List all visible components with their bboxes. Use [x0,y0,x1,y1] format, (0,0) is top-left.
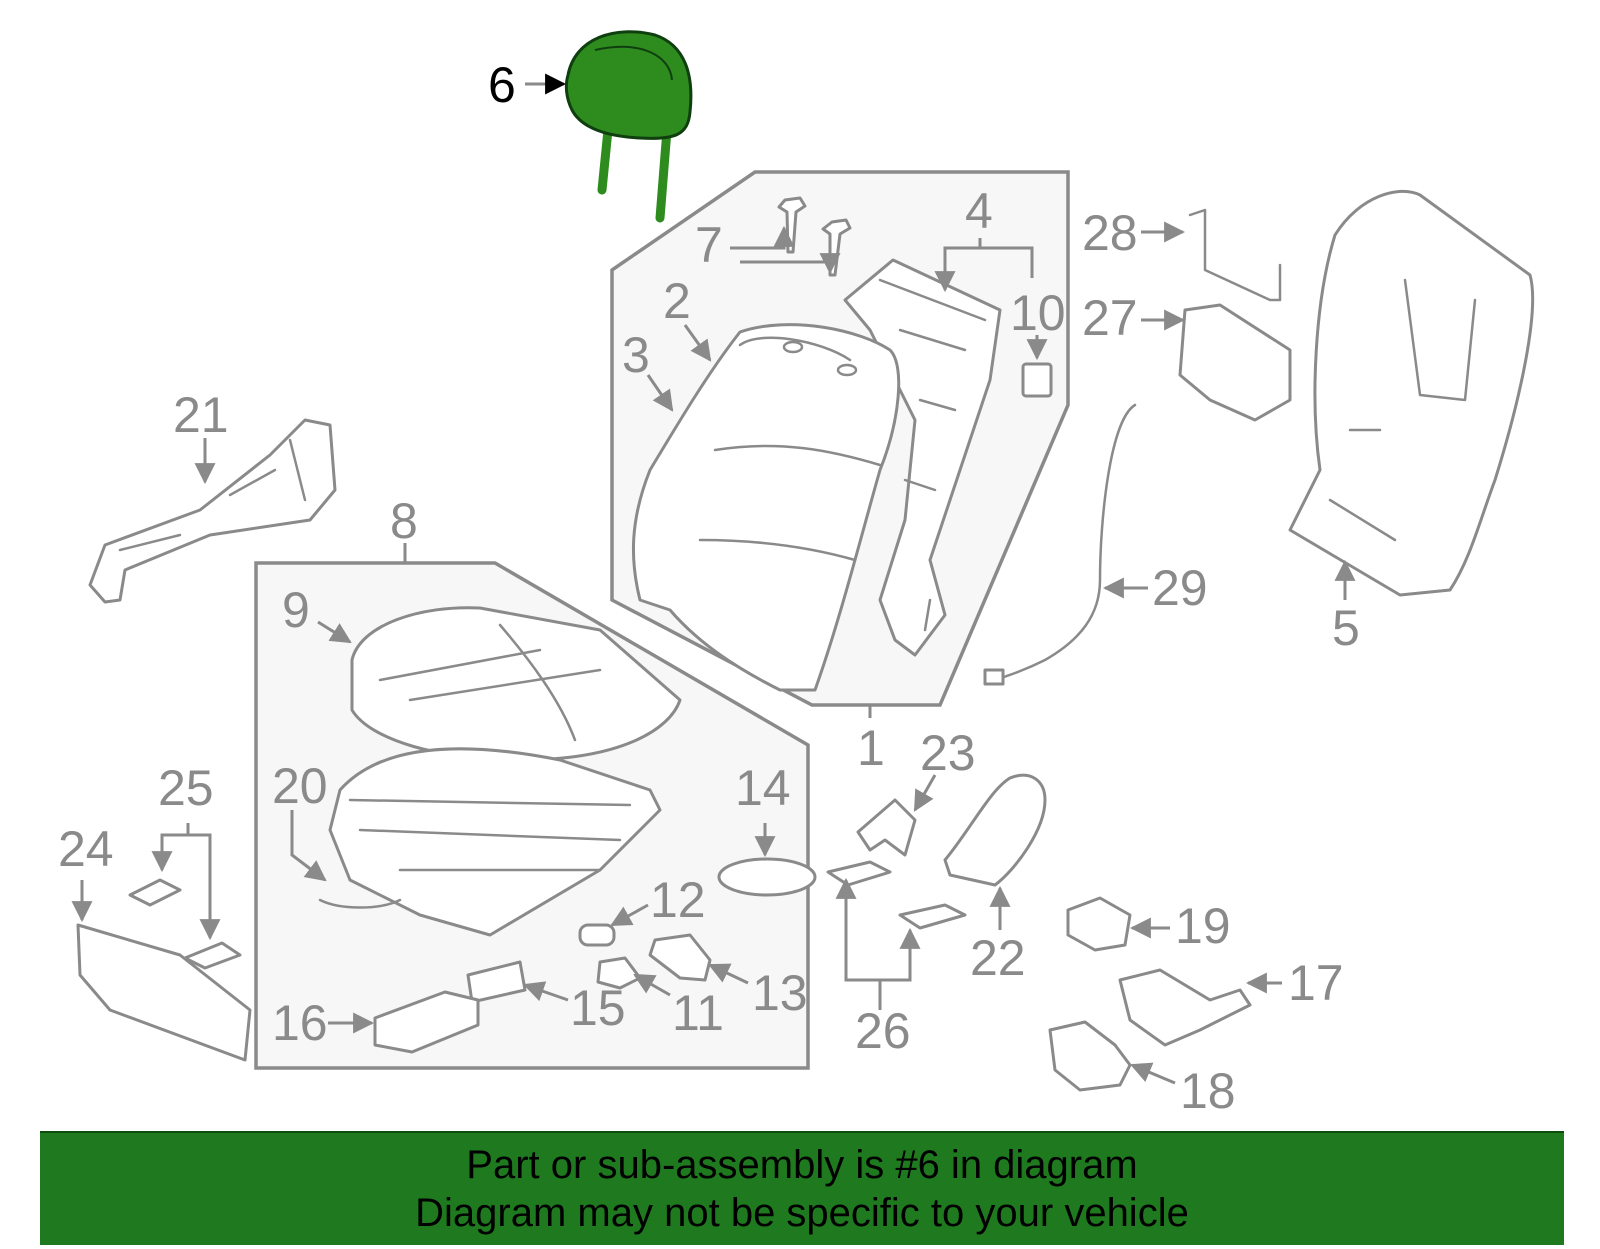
banner-part-line: Part or sub-assembly is #6 in diagram [466,1143,1138,1187]
callout-28[interactable]: 28 [1082,205,1138,261]
headrest-part-6[interactable] [564,30,693,223]
leader-lines [71,73,1356,1085]
callout-labels: 6 7 4 10 2 3 21 8 9 20 25 24 14 12 13 11… [58,57,1360,1119]
callout-25[interactable]: 25 [158,760,214,816]
seat-cushion-pad-part-9 [350,606,682,762]
callout-6[interactable]: 6 [488,57,516,113]
callout-24[interactable]: 24 [58,821,114,877]
clip-part-10 [1021,362,1053,398]
switch-part-19 [1066,896,1132,952]
callout-4[interactable]: 4 [965,183,993,239]
module-part-14 [717,857,817,897]
lumbar-module-part-27 [1178,303,1292,422]
clip-part-26b [898,903,967,930]
connector-part-13 [648,933,712,982]
harness-connector [983,668,1005,686]
motor-part-18 [1048,1020,1132,1092]
wire-harness-part-29 [993,403,1137,682]
callout-16[interactable]: 16 [272,995,328,1051]
callout-29[interactable]: 29 [1152,560,1208,616]
side-shield-part-21 [88,418,337,604]
back-panel-part-5 [1288,189,1535,597]
callout-26[interactable]: 26 [855,1003,911,1059]
motor-part-17 [1118,968,1252,1047]
callout-11[interactable]: 11 [672,985,724,1041]
bracket-part-23 [856,798,917,857]
callout-5[interactable]: 5 [1332,600,1360,656]
callout-17[interactable]: 17 [1288,955,1344,1011]
seat-back-cover-part-3 [631,323,901,692]
callout-20[interactable]: 20 [272,758,328,814]
cover-part-22 [943,773,1047,887]
callout-8[interactable]: 8 [390,493,418,549]
clip-part-11 [596,956,642,990]
callout-2[interactable]: 2 [663,273,691,329]
callout-9[interactable]: 9 [282,582,310,638]
part-info-banner: Part or sub-assembly is #6 in diagram Di… [40,1131,1564,1245]
callout-13[interactable]: 13 [752,965,808,1021]
callout-3[interactable]: 3 [622,327,650,383]
callout-23[interactable]: 23 [920,725,976,781]
banner-disclaimer-line: Diagram may not be specific to your vehi… [415,1191,1189,1235]
control-unit-part-16 [373,990,480,1054]
callout-21[interactable]: 21 [173,387,229,443]
callout-19[interactable]: 19 [1175,898,1231,954]
clip-part-26a [826,860,892,887]
callout-18[interactable]: 18 [1180,1063,1236,1119]
clip-part-25a [128,878,182,907]
clip-part-25b [183,941,242,970]
callout-15[interactable]: 15 [570,980,626,1036]
headrest-guides-part-7 [777,196,852,277]
trim-panel-part-24 [76,923,252,1062]
callout-1[interactable]: 1 [857,720,885,776]
callout-12[interactable]: 12 [650,872,706,928]
rod-part-28 [1188,208,1282,302]
cushion-frame-part-20 [318,747,662,937]
callout-14[interactable]: 14 [735,760,791,816]
callout-7[interactable]: 7 [695,217,723,273]
callout-10[interactable]: 10 [1010,285,1066,341]
callout-22[interactable]: 22 [970,930,1026,986]
callout-27[interactable]: 27 [1082,290,1138,346]
grommet-part-12 [578,923,616,947]
